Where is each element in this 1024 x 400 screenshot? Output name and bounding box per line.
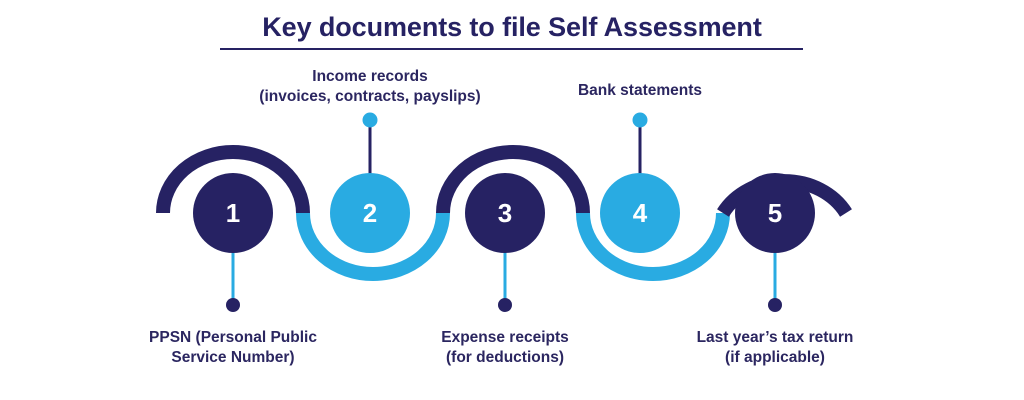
title-underline [220,48,803,50]
step-circle-5[interactable]: 5 [735,173,815,253]
step-number-5: 5 [767,198,783,228]
step-number-3: 3 [497,198,513,228]
step-caption-5: Last year’s tax return (if applicable) [696,329,854,366]
step-circle-1[interactable]: 1 [193,173,273,253]
step-circle-2[interactable]: 2 [330,173,410,253]
step-caption-3: Expense receipts (for deductions) [441,329,569,366]
connector-dot-2 [362,112,378,128]
step-caption-1: PPSN (Personal Public Service Number) [149,329,317,366]
connector-dot-1 [226,298,240,312]
connector-dot-4 [632,112,648,128]
step-circle-3[interactable]: 3 [465,173,545,253]
step-number-1: 1 [225,198,241,228]
step-number-4: 4 [632,198,648,228]
page-title: Key documents to file Self Assessment [262,12,762,42]
step-number-2: 2 [362,198,378,228]
step-caption-2: Income records (invoices, contracts, pay… [259,68,481,105]
connector-dot-3 [498,298,512,312]
connector-dot-5 [768,298,782,312]
step-circle-4[interactable]: 4 [600,173,680,253]
step-caption-4: Bank statements [577,82,703,99]
